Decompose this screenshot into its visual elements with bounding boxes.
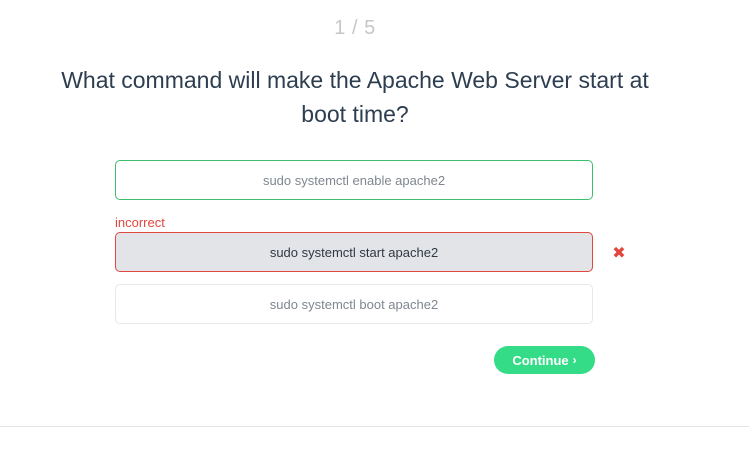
answer-option-2[interactable]: sudo systemctl start apache2 xyxy=(115,232,593,272)
answer-option-label: sudo systemctl start apache2 xyxy=(269,244,439,260)
chevron-right-icon: › xyxy=(572,353,577,367)
progress-counter: 1 / 5 xyxy=(334,17,376,39)
answer-option-label: sudo systemctl enable apache2 xyxy=(262,172,446,188)
continue-label: Continue xyxy=(512,352,569,368)
question-text: What command will make the Apache Web Se… xyxy=(61,67,649,127)
answer-option-label: sudo systemctl boot apache2 xyxy=(269,296,439,312)
incorrect-label: incorrect xyxy=(115,215,165,230)
divider xyxy=(0,426,749,427)
continue-button[interactable]: Continue › xyxy=(494,346,595,374)
answer-option-1[interactable]: sudo systemctl enable apache2 xyxy=(115,160,593,200)
answer-option-3[interactable]: sudo systemctl boot apache2 xyxy=(115,284,593,324)
x-icon: ✖ xyxy=(612,245,626,262)
